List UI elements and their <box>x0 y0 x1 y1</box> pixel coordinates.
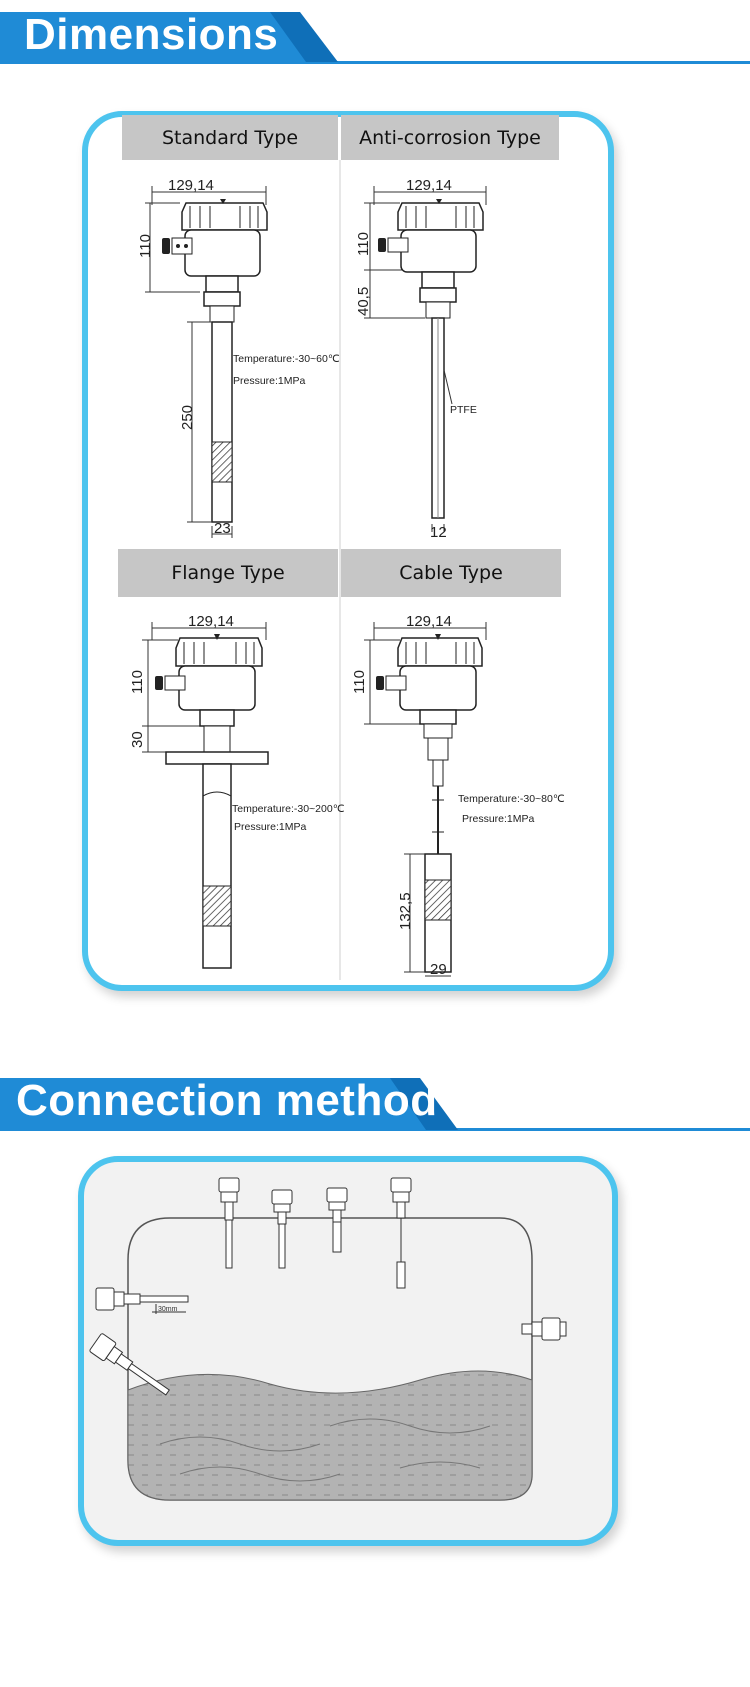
switch-top-1 <box>218 1177 240 1269</box>
cable-type-drawing <box>364 622 487 977</box>
header-flange-type: Flange Type <box>118 549 338 597</box>
std-width-dim: 129,14 <box>168 177 214 194</box>
cable-length-dim: 132,5 <box>397 892 414 930</box>
ac-thread-dim: 40,5 <box>355 287 372 316</box>
flange-width-dim: 129,14 <box>188 613 234 630</box>
header-standard-type: Standard Type <box>122 115 338 160</box>
cable-dia-dim: 29 <box>430 961 447 978</box>
switch-top-3 <box>326 1187 348 1253</box>
ac-width-dim: 129,14 <box>406 177 452 194</box>
cable-height-dim: 110 <box>351 670 368 694</box>
ac-dia-dim: 12 <box>430 524 447 541</box>
header-anticorrosion-type: Anti-corrosion Type <box>341 115 559 160</box>
ac-height-dim: 110 <box>355 232 372 256</box>
std-temperature: Temperature:-30~60℃ <box>233 353 340 365</box>
cable-pressure: Pressure:1MPa <box>462 813 535 825</box>
std-dia-dim: 23 <box>214 520 231 537</box>
ac-material: PTFE <box>450 404 477 416</box>
flange-type-drawing <box>142 622 269 969</box>
flange-temperature: Temperature:-30~200℃ <box>232 803 345 815</box>
section-title-connection: Connection method <box>16 1076 438 1125</box>
standard-type-drawing <box>145 186 268 538</box>
banner-shape <box>0 12 750 64</box>
switch-side-right <box>521 1317 567 1341</box>
std-length-dim: 250 <box>179 405 196 430</box>
connection-banner: Connection method <box>0 1068 750 1132</box>
switch-top-4 <box>390 1177 412 1289</box>
dimensions-banner: Dimensions <box>0 0 750 64</box>
std-height-dim: 110 <box>137 234 154 258</box>
cable-width-dim: 129,14 <box>406 613 452 630</box>
header-cable-type: Cable Type <box>341 549 561 597</box>
switch-side-left <box>95 1287 189 1314</box>
cable-temperature: Temperature:-30~80℃ <box>458 793 565 805</box>
std-pressure: Pressure:1MPa <box>233 375 306 387</box>
flange-pressure: Pressure:1MPa <box>234 821 307 833</box>
banner-shape-2 <box>0 1078 750 1131</box>
section-title-dimensions: Dimensions <box>24 10 279 59</box>
anticorrosion-type-drawing <box>364 186 487 532</box>
switch-top-2 <box>271 1189 293 1269</box>
side-dim-label: 30mm <box>158 1306 178 1313</box>
switch-angled <box>89 1333 170 1396</box>
flange-flange-dim: 30 <box>129 731 146 748</box>
flange-height-dim: 110 <box>129 670 146 694</box>
